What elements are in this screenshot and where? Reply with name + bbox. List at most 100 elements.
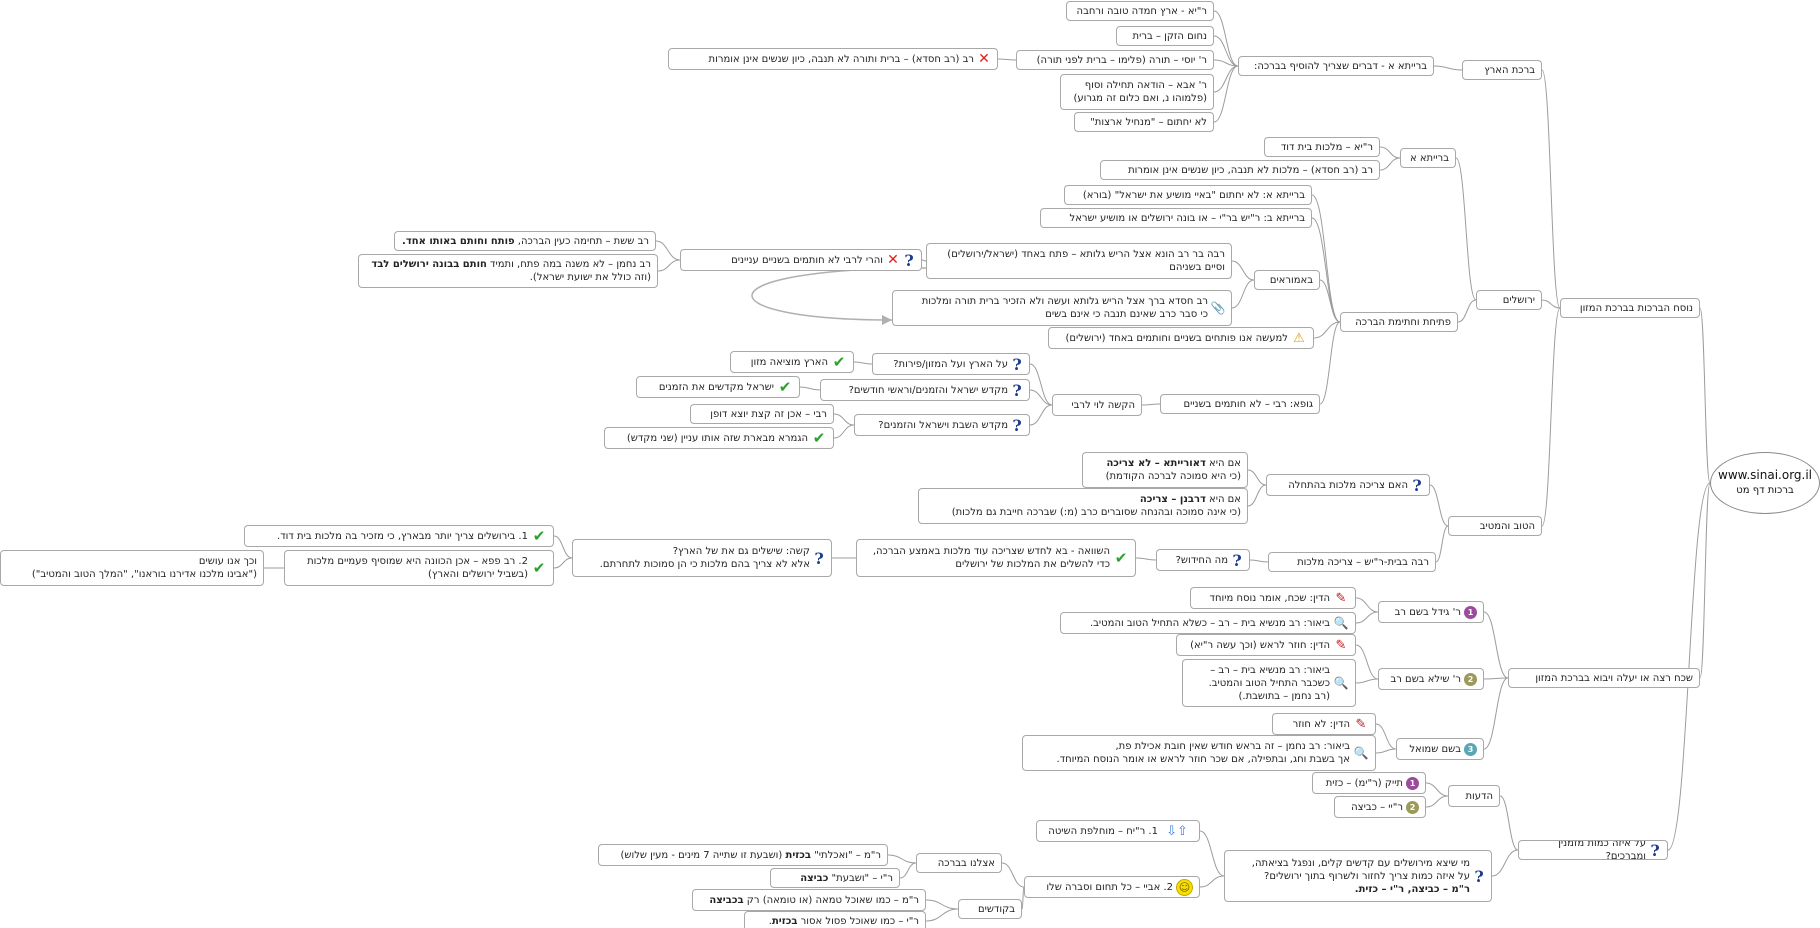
node-deot[interactable]: הדעות <box>1448 785 1500 807</box>
connector-rav-chisda-x <box>997 58 1017 61</box>
node-vechen[interactable]: וכך אנו עושים ("אבינו מלכנו אדירנו בוראנ… <box>0 550 264 586</box>
node-shmuel-din[interactable]: ✎הדין: לא חוזר <box>1272 713 1376 735</box>
node-kod-rm[interactable]: ר"מ – כמו שאוכל טמאה (או טומאה) רק בכביצ… <box>692 889 926 911</box>
node-ryosi[interactable]: ר' יוסי – תורה (פלימו – ברית לפני תורה) <box>1016 50 1214 70</box>
connector-ria-david <box>1379 146 1401 159</box>
node-ria-eretz[interactable]: ר"יא - ארץ חמדה טובה ורחבה <box>1066 1 1214 21</box>
node-baraita-a2[interactable]: ברייתא א: לא יחתום "באיי מושיע את ישראל"… <box>1064 185 1312 205</box>
node-zimun-rm[interactable]: ר"מ – "ואכלתי" בכזית (ושבעת זו שתייה 7 מ… <box>598 844 888 866</box>
node-deoraita[interactable]: אם היא דאורייתא – לא צריכה (כי היא סמוכה… <box>1082 452 1248 488</box>
node-tsheha[interactable]: שכח רצה או יעלה ויבוא בברכת המזון <box>1508 668 1700 688</box>
node-hatov[interactable]: הטוב והמטיב <box>1448 516 1542 536</box>
node-text: 1. ר"יח – מוחלפת השיטה <box>1048 825 1158 837</box>
node-ri-machloket[interactable]: ⇧⇩1. ר"יח – מוחלפת השיטה <box>1036 820 1200 842</box>
node-text: שכח רצה או יעלה ויבוא בברכת המזון <box>1535 672 1693 684</box>
node-zimun-ri[interactable]: ר"י – "ושבעת" כביצה <box>770 868 900 888</box>
connector-rav-nachman <box>657 259 681 272</box>
node-text: ביאור: רב מנשיא בית – רב – כשלא התחיל הט… <box>1089 617 1330 629</box>
node-gemara-ans[interactable]: ✔הגמרא מבארת שזה אותו עניין (שני מקדש) <box>604 427 834 449</box>
connector-ukashe-rabi <box>921 259 927 262</box>
node-text-main[interactable]: נוסח הברכות בברכת המזון <box>1560 298 1700 318</box>
node-zimun[interactable]: אצלנו בברכה <box>916 853 1002 873</box>
node-baraita-a-eretz[interactable]: ברייתא א - דברים שצריך להוסיף בברכה: <box>1238 56 1434 76</box>
node-derabanan[interactable]: אם היא דרבנן – צריכה (כי אינה סמוכה ובהנ… <box>918 488 1248 524</box>
node-yerushalayim[interactable]: ירושלים <box>1476 290 1542 310</box>
node-shila-din[interactable]: ✎הדין: חוזר לראש (וכך עשה ר"יא) <box>1176 634 1356 656</box>
node-measure[interactable]: ?על איזה כמות מזמנין ומברכים? <box>1518 840 1668 860</box>
node-gidel-din[interactable]: ✎הדין: שכח, אומר נוסח מיוחד <box>1190 587 1356 609</box>
node-gidel-bei[interactable]: 🔍ביאור: רב מנשיא בית – רב – כשלא התחיל ה… <box>1060 612 1356 634</box>
node-baraita-b2[interactable]: ברייתא ב: ר"יש בר"י – או בונה ירושלים או… <box>1040 208 1312 228</box>
node-raba[interactable]: ר' אבא – הודאה תחילה וסוף (פלמוהו נ, ואם… <box>1060 74 1214 110</box>
node-kashe-ans2[interactable]: ✔2. רב פפא – אכן הכוונה היא שמוסיף פעמיי… <box>284 550 554 586</box>
node-hasmava[interactable]: ✔השוואה - בא לחדש שצריכה עוד מלכות באמצע… <box>856 539 1136 577</box>
node-mekadesh-shabat[interactable]: ?מקדש השבת וישראל והזמנים? <box>854 414 1030 436</box>
node-rabi-ans[interactable]: רבי – אכן זה קצת יוצא דופן <box>690 404 834 424</box>
node-rav-chisda-x[interactable]: ✕רב (רב חסדא) – ברית ותורה לא תנבה, כיון… <box>668 48 998 70</box>
node-text: אם היא דרבנן – צריכה (כי אינה סמוכה ובהנ… <box>951 494 1241 518</box>
node-kashe[interactable]: ?קשה: שישלים גם את של הארץ? אלא לא צריך … <box>572 539 832 577</box>
node-text: ר' שילא בשם רב <box>1390 673 1461 685</box>
connector-ma-hachidush <box>1249 559 1269 563</box>
connector-rabi-ans <box>833 413 855 426</box>
node-kod-ri[interactable]: ר"י – כמו שאוכל פסול אסור בכזית. <box>744 911 926 928</box>
pen-icon: ✎ <box>1335 637 1347 653</box>
node-gufa[interactable]: גופא: רבי – לא חותמים בשניים <box>1160 394 1320 414</box>
question-icon: ? <box>1232 550 1242 570</box>
node-ha-im[interactable]: ?האם צריכה מלכות בהתחלה <box>1266 474 1430 496</box>
node-hakshe-levi[interactable]: הקשה לוי לרבי <box>1052 394 1142 416</box>
node-text: והרי לרבי לא חותמים בשניים עניינים <box>731 254 883 266</box>
node-ptichat[interactable]: פתיחת וחתימת הברכה <box>1340 312 1458 332</box>
root-node[interactable]: www.sinai.org.il ברכות דף מט <box>1710 452 1820 514</box>
node-text: רב (רב חסדא) – ברית ותורה לא תנבה, כיון … <box>708 53 974 65</box>
magnifier-icon: 🔍 <box>1333 675 1349 690</box>
connector-shmuel <box>1483 677 1509 750</box>
node-shmuel-bei[interactable]: 🔍ביאור: רב נחמן – זה בראש חודש שאין חובת… <box>1022 735 1376 771</box>
connector-measure <box>1667 482 1711 851</box>
node-text: מקדש ישראל והזמנים/וראשי חודשים? <box>848 384 1008 396</box>
warning-icon: ⚠ <box>1293 330 1305 346</box>
node-raba-beit[interactable]: רבה בבית-ר"יש – צריכה מלכות <box>1268 552 1436 572</box>
connector-baraita-a-eretz <box>1433 65 1463 71</box>
connector-zimun <box>1001 862 1025 888</box>
connector-kashe-ans2 <box>553 557 573 569</box>
node-eretz[interactable]: ברכת הארץ <box>1462 60 1542 80</box>
node-shila-bei[interactable]: 🔍ביאור: רב מנשיא בית – רב – כשכבר התחיל … <box>1182 659 1356 707</box>
node-text: וכך אנו עושים ("אבינו מלכנו אדירנו בוראנ… <box>31 556 257 580</box>
node-al-haaretz-ans[interactable]: ✔הארץ מוציאה מזון <box>730 351 854 373</box>
node-mekadesh-yis-ans[interactable]: ✔ישראל מקדשים את הזמנים <box>636 376 800 398</box>
node-ukashe-rabi[interactable]: ?✕והרי לרבי לא חותמים בשניים עניינים <box>680 249 922 271</box>
node-nachum[interactable]: נחום הזקן – ברית <box>1116 26 1214 46</box>
node-text: ישראל מקדשים את הזמנים <box>658 381 774 393</box>
number-badge-icon: 2 <box>1406 800 1419 814</box>
node-text: הגמרא מבארת שזה אותו עניין (שני מקדש) <box>626 432 808 444</box>
node-text: ר"יא - ארץ חמדה טובה ורחבה <box>1076 5 1207 17</box>
connector-ri-machloket <box>1199 830 1225 877</box>
node-mi-shetza[interactable]: ?מי שיצא מירושלים עם קדשים קלים, ונפגל ב… <box>1224 850 1492 902</box>
node-text: 1. בירושלים צריך יותר מבארץ, כי מזכיר בה… <box>277 530 528 542</box>
node-abaye[interactable]: ☺2. אביי – כל תחום וסברה שלו <box>1024 876 1200 898</box>
node-lemaase[interactable]: ⚠למעשה אנו פותחים בשניים וחותמים באחד (י… <box>1048 327 1314 349</box>
node-ma-hachidush[interactable]: ?מה החידוש? <box>1156 549 1250 571</box>
node-lo-yechatem[interactable]: לא יחתום – "מנחיל ארצות" <box>1074 112 1214 132</box>
node-raba-bar[interactable]: רבה בר רב הונא אצל הריש גלותא – פתח באחד… <box>926 243 1232 279</box>
node-text: קשה: שישלים גם את של הארץ? אלא לא צריך ב… <box>599 546 810 570</box>
node-kodashim[interactable]: בקודשים <box>958 899 1022 919</box>
node-kashe-ans1[interactable]: ✔1. בירושלים צריך יותר מבארץ, כי מזכיר ב… <box>244 525 554 547</box>
node-rav-chisda-clip[interactable]: 📎רב חסדא ברך אצל הריש גלותא ועשה ולא הזכ… <box>892 290 1232 326</box>
node-rav-malchut[interactable]: רב (רב חסדא) – מלכות לא תנבה, כיון שנשים… <box>1100 160 1380 180</box>
node-rav-nachman[interactable]: רב נחמן – לא משנה במה פתח, ותמיד חותם בב… <box>358 254 658 288</box>
node-mekadesh-yis[interactable]: ?מקדש ישראל והזמנים/וראשי חודשים? <box>820 379 1030 401</box>
node-ria-david[interactable]: ר"יא – מלכות בית דוד <box>1264 137 1380 157</box>
node-beamoraim[interactable]: באמוראים <box>1254 270 1320 290</box>
connector-lo-yechatem <box>1213 65 1239 123</box>
red-x-icon: ✕ <box>887 251 899 268</box>
node-baraita-a-yer[interactable]: ברייתא א <box>1400 148 1456 168</box>
node-rav-sheshet[interactable]: רב ששת – תחימה כעין הברכה, פותח וחותם בא… <box>394 231 656 251</box>
node-al-haaretz[interactable]: ?על הארץ ועל המזון/פירות? <box>872 353 1030 375</box>
